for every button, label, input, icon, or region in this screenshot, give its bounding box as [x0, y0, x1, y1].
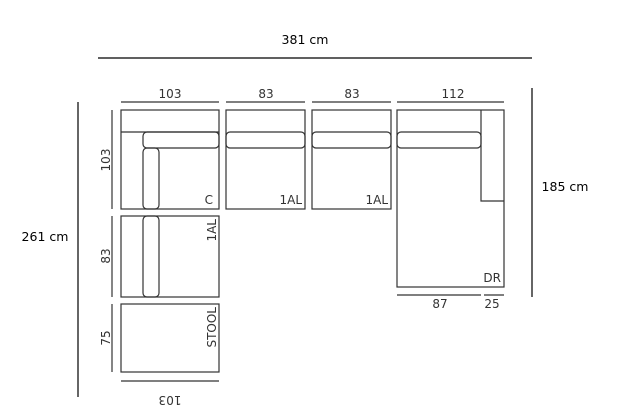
chaise-bottom-dimensions: 87 25 — [397, 294, 504, 311]
dim-left-stool: 75 — [99, 330, 113, 345]
module-label-1al-a: 1AL — [279, 193, 302, 207]
module-stool[interactable]: STOOL — [120, 303, 220, 373]
dim-left-c: 103 — [99, 149, 113, 172]
dim-top-c: 103 — [159, 87, 182, 101]
module-label-1al-left: 1AL — [205, 219, 219, 242]
module-corner[interactable]: C — [120, 109, 220, 210]
module-armless-2[interactable]: 1AL — [311, 109, 392, 210]
module-label-c: C — [205, 193, 213, 207]
dim-left-1al: 83 — [99, 248, 113, 263]
module-armless-1[interactable]: 1AL — [225, 109, 306, 210]
dim-bottom-stool: 103 — [159, 393, 182, 407]
total-height-left-label: 261 cm — [22, 229, 69, 244]
module-label-dr: DR — [483, 271, 501, 285]
dim-top-1al-b: 83 — [344, 87, 359, 101]
dim-top-1al-a: 83 — [258, 87, 273, 101]
module-label-1al-b: 1AL — [365, 193, 388, 207]
dim-dr-seat: 87 — [432, 297, 447, 311]
dim-dr-arm: 25 — [484, 297, 499, 311]
module-chaise[interactable]: DR — [396, 109, 505, 288]
top-dimensions: 103 83 83 112 — [121, 87, 504, 103]
dim-top-dr: 112 — [442, 87, 465, 101]
total-height-right-label: 185 cm — [542, 179, 589, 194]
left-dimensions: 103 83 75 — [99, 110, 113, 372]
module-armless-left[interactable]: 1AL — [120, 215, 220, 298]
module-label-stool: STOOL — [205, 307, 219, 348]
total-width-label: 381 cm — [282, 32, 329, 47]
